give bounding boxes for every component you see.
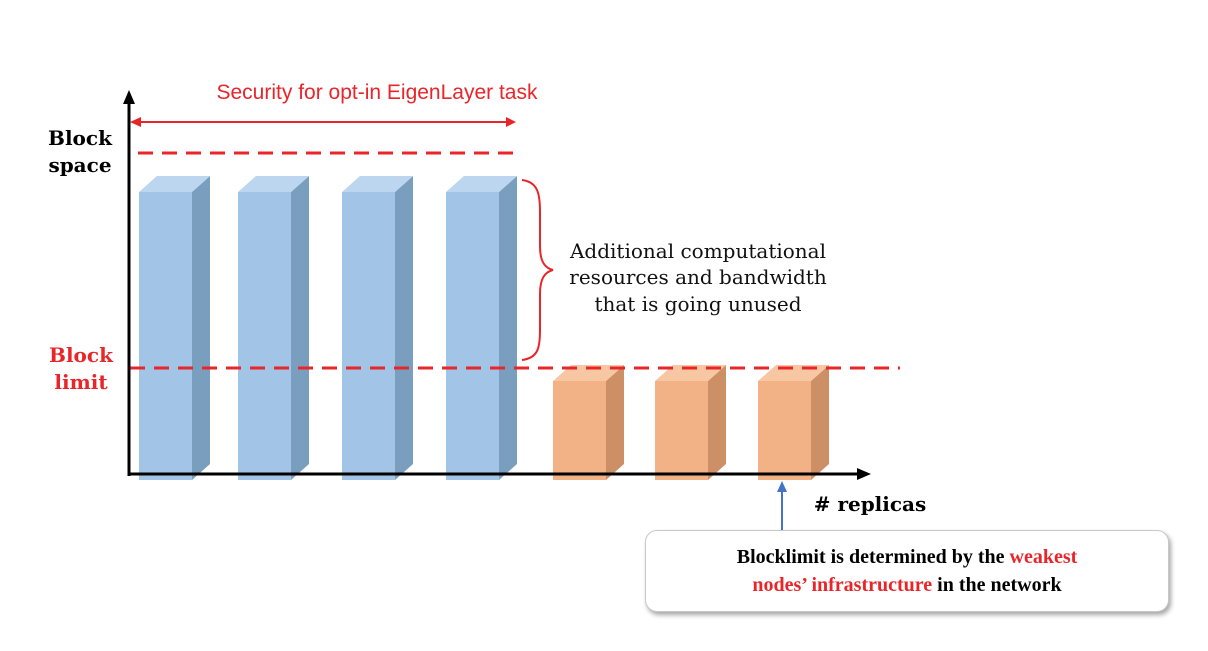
weak-node-bar — [655, 365, 726, 480]
block-limit-label-line2: limit — [54, 370, 108, 394]
node-bar-top — [446, 176, 517, 192]
weak-node-bar — [553, 365, 624, 480]
node-bar-top — [238, 176, 309, 192]
callout-pointer-arrowhead — [777, 481, 787, 492]
node-bar-side — [811, 365, 829, 480]
callout-text-after: in the network — [932, 574, 1062, 596]
callout-box: Blocklimit is determined by the weakest n… — [645, 530, 1169, 612]
brace-note-line2: resources and bandwidth — [569, 265, 827, 289]
brace-note-line3: that is going unused — [594, 292, 801, 316]
title-span-arrowhead-left — [130, 117, 141, 127]
diagram-title: Security for opt-in EigenLayer task — [217, 81, 538, 104]
node-bar-front — [139, 192, 192, 480]
node-bar-side — [606, 365, 624, 480]
node-bar-front — [655, 381, 708, 480]
node-bar-front — [238, 192, 291, 480]
strong-node-bar — [446, 176, 517, 480]
strong-node-bar — [139, 176, 210, 480]
node-bar-side — [499, 176, 517, 480]
node-bar-side — [395, 176, 413, 480]
node-bar-front — [446, 192, 499, 480]
y-axis-arrowhead — [123, 90, 135, 104]
node-bar-side — [291, 176, 309, 480]
node-bar-front — [553, 381, 606, 480]
weak-node-bar — [758, 365, 829, 480]
x-axis-arrowhead — [857, 468, 871, 480]
node-bar-front — [342, 192, 395, 480]
strong-node-bar — [238, 176, 309, 480]
callout-text-before: Blocklimit is determined by the — [736, 546, 1010, 568]
node-bar-top — [342, 176, 413, 192]
strong-node-bar — [342, 176, 413, 480]
block-limit-label-line1: Block — [49, 343, 114, 367]
x-axis-label: # replicas — [814, 492, 927, 516]
callout-text: Blocklimit is determined by the weakest n… — [687, 543, 1127, 599]
node-bar-side — [708, 365, 726, 480]
unused-capacity-brace — [521, 179, 554, 361]
brace-note-line1: Additional computational — [569, 239, 826, 263]
node-bar-front — [758, 381, 811, 480]
node-bar-top — [139, 176, 210, 192]
callout-highlight-weakest: weakest — [1009, 546, 1078, 568]
callout-highlight-infrastructure: nodes’ infrastructure — [752, 574, 933, 596]
nodes-group — [139, 176, 829, 480]
node-bar-side — [192, 176, 210, 480]
y-axis-label-line1: Block — [48, 126, 113, 150]
y-axis-label-line2: space — [48, 153, 111, 177]
